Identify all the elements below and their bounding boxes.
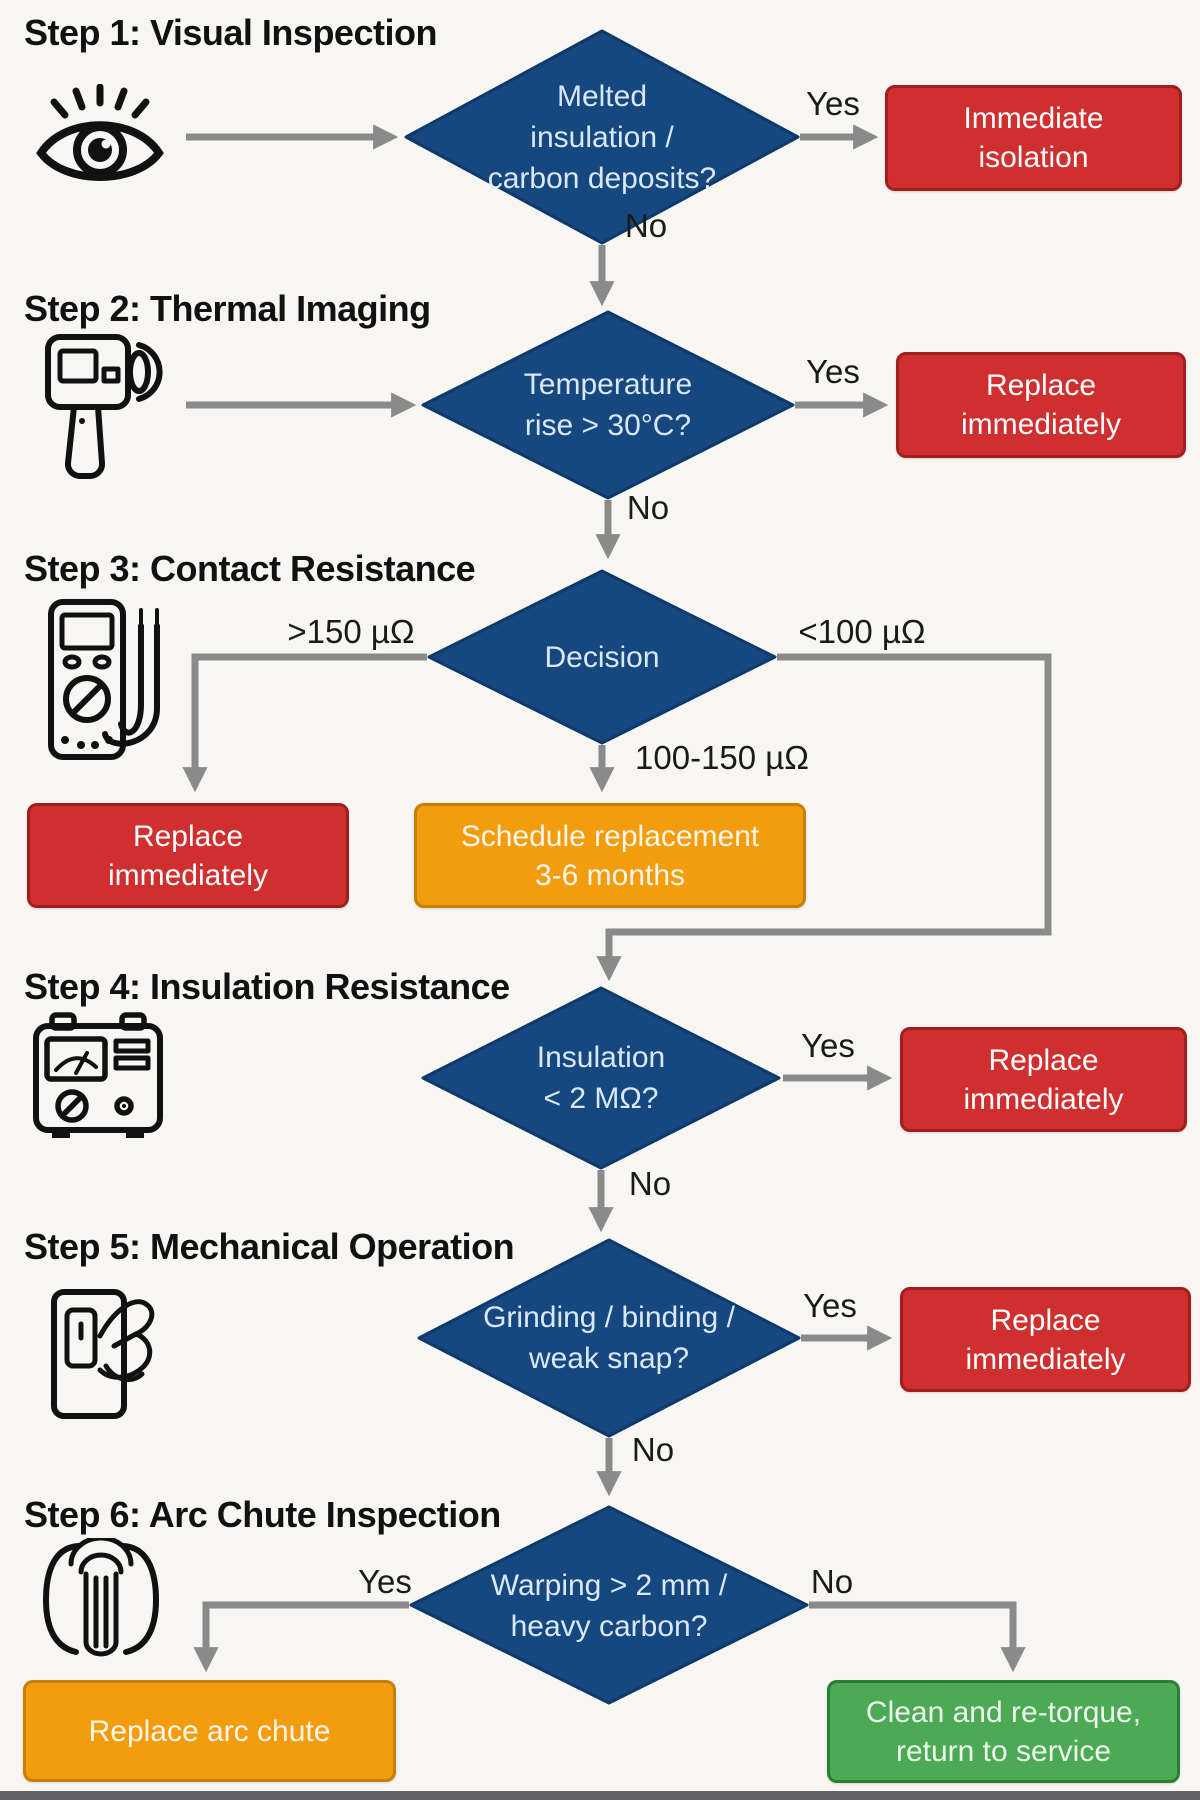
arrow-step6-no	[809, 1601, 1026, 1673]
box-line: Replace	[988, 1043, 1099, 1077]
diamond-line: carbon deposits?	[487, 161, 717, 195]
step-1-yes-label: Yes	[806, 85, 860, 122]
step-6-title: Step 6: Arc Chute Inspection	[24, 1494, 501, 1535]
step-4-no-label: No	[628, 1165, 672, 1202]
diamond-line: < 2 MΩ?	[543, 1082, 659, 1115]
box-line: Replace	[990, 1303, 1101, 1337]
box-line: immediately	[963, 1082, 1124, 1116]
step-1-title: Step 1: Visual Inspection	[24, 12, 437, 53]
step-5-no-label: No	[631, 1431, 675, 1468]
insulation-tester-icon	[30, 1012, 166, 1144]
decision-diamond-step5	[417, 1238, 801, 1438]
replace-immediately-box-step5: Replace immediately	[900, 1287, 1191, 1392]
diamond-line: insulation /	[530, 120, 674, 154]
box-line: immediately	[107, 858, 269, 892]
step-4-diamond-text: Insulation < 2 MΩ?	[440, 1022, 762, 1134]
bottom-edge-strip	[0, 1791, 1200, 1800]
schedule-replacement-box: Schedule replacement 3-6 months	[414, 803, 806, 908]
box-line: isolation	[978, 141, 1089, 174]
step-5-title: Step 5: Mechanical Operation	[24, 1226, 515, 1267]
step-1-no-label: No	[624, 207, 668, 244]
step-6-diamond-text: Warping > 2 mm / heavy carbon?	[420, 1550, 798, 1662]
replace-arc-chute-box: Replace arc chute	[23, 1680, 396, 1782]
step-3-gt150-label: >150 µΩ	[287, 613, 415, 650]
diamond-line: Melted	[556, 79, 648, 113]
eye-icon	[35, 84, 165, 196]
box-line: Replace	[985, 369, 1097, 402]
diamond-line: Warping > 2 mm /	[490, 1569, 728, 1602]
thermal-camera-icon	[38, 325, 170, 487]
step-3-lt100-label: <100 µΩ	[798, 613, 926, 650]
box-line: Schedule replacement	[460, 819, 760, 853]
step-5-yes-label: Yes	[803, 1287, 857, 1324]
arrow-step6-yes	[193, 1601, 409, 1673]
diamond-line: Temperature	[523, 368, 693, 401]
box-line: Clean and re-torque,	[865, 1695, 1142, 1729]
step-1-diamond-text: Melted insulation / carbon deposits?	[440, 68, 764, 206]
immediate-isolation-box: Immediate isolation	[885, 85, 1182, 191]
step-6-yes-label: Yes	[358, 1563, 412, 1600]
step-2-no-label: No	[626, 489, 670, 526]
clean-retorque-box: Clean and re-torque, return to service	[827, 1680, 1180, 1783]
diamond-line: weak snap?	[528, 1342, 690, 1375]
arc-chute-icon	[40, 1538, 162, 1664]
diamond-line: Decision	[544, 640, 660, 674]
arrow-step3-gt150	[182, 653, 427, 793]
decision-diamond-step2	[421, 310, 795, 500]
box-line: immediately	[960, 408, 1122, 441]
step-3-diamond-text: Decision	[470, 632, 734, 682]
step-4-title: Step 4: Insulation Resistance	[24, 966, 510, 1007]
replace-immediately-box-step2: Replace immediately	[896, 352, 1186, 458]
diamond-line: Insulation	[536, 1041, 666, 1074]
box-line: Replace arc chute	[88, 1714, 331, 1748]
step-2-diamond-text: Temperature rise > 30°C?	[446, 350, 770, 460]
step-4-yes-label: Yes	[801, 1027, 855, 1064]
arrow-step3-lt100	[596, 653, 1052, 982]
step-3-title: Step 3: Contact Resistance	[24, 548, 476, 589]
diamond-line: heavy carbon?	[510, 1610, 708, 1643]
replace-immediately-box-step3: Replace immediately	[27, 803, 349, 908]
step-6-no-label: No	[810, 1563, 854, 1600]
decision-diamond-step1	[404, 29, 800, 245]
replace-immediately-box-step4: Replace immediately	[900, 1027, 1187, 1132]
step-5-diamond-text: Grinding / binding / weak snap?	[430, 1282, 788, 1394]
decision-diamond-step4	[421, 986, 781, 1170]
step-2-yes-label: Yes	[806, 353, 860, 390]
decision-diamond-step6	[409, 1505, 809, 1705]
diamond-line: Grinding / binding /	[483, 1301, 735, 1334]
hand-switch-icon	[48, 1280, 164, 1430]
decision-diamond-step3	[427, 569, 777, 745]
diamond-line: rise > 30°C?	[524, 409, 692, 442]
box-line: immediately	[965, 1342, 1126, 1376]
box-line: 3-6 months	[534, 858, 686, 892]
box-line: Immediate	[963, 102, 1104, 135]
step-2-title: Step 2: Thermal Imaging	[24, 288, 431, 329]
box-line: return to service	[895, 1734, 1112, 1768]
multimeter-icon	[45, 596, 167, 764]
box-line: Replace	[132, 819, 244, 853]
step-3-mid-label: 100-150 µΩ	[635, 739, 809, 776]
